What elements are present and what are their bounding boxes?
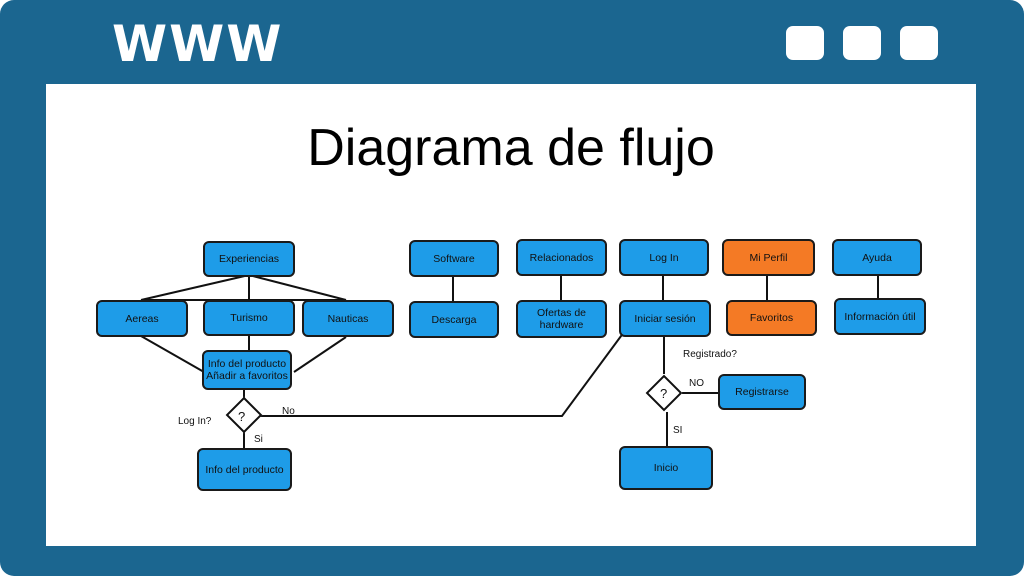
node-info-favoritos: Info del producto Añadir a favoritos [202, 350, 292, 390]
node-relacionados: Relacionados [516, 239, 607, 276]
label-si-right: SI [673, 425, 683, 436]
node-descarga: Descarga [409, 301, 499, 338]
node-info-producto: Info del producto [197, 448, 292, 491]
node-registrarse: Registrarse [718, 374, 806, 410]
node-label: Nauticas [327, 312, 369, 325]
node-label: Relacionados [529, 251, 594, 264]
node-label: Registrarse [735, 386, 789, 398]
maximize-button[interactable] [843, 26, 881, 60]
decision-registrado-mark: ? [660, 386, 668, 401]
node-login: Log In [619, 239, 709, 276]
node-label-line1: Info del producto [207, 358, 287, 370]
node-label: Mi Perfil [749, 251, 788, 264]
node-label: Iniciar sesión [634, 312, 696, 325]
node-label: Favoritos [749, 312, 794, 324]
node-turismo: Turismo [203, 300, 295, 336]
node-nauticas: Nauticas [302, 300, 394, 337]
node-ayuda: Ayuda [832, 239, 922, 276]
node-label-line2: Añadir a favoritos [206, 370, 288, 382]
node-label: Experiencias [218, 253, 280, 265]
node-label: Software [433, 252, 475, 265]
node-label: Ayuda [862, 251, 892, 264]
page-title: Diagrama de flujo [307, 119, 715, 177]
decision-login-mark: ? [238, 409, 246, 424]
node-label: Inicio [653, 462, 679, 474]
close-button[interactable] [900, 26, 938, 60]
node-aereas: Aereas [96, 300, 188, 337]
node-label: Información útil [844, 310, 916, 323]
node-label-line1: Ofertas de [536, 307, 587, 319]
label-no-right: NO [689, 378, 704, 389]
label-registrado-question: Registrado? [683, 349, 737, 360]
node-label-line2: hardware [539, 319, 584, 331]
node-mi-perfil: Mi Perfil [722, 239, 815, 276]
node-label: Turismo [230, 312, 268, 324]
page-content: Diagrama de flujo [46, 84, 976, 546]
edge-nauticas-info [293, 336, 347, 373]
node-label: Aereas [125, 312, 159, 325]
node-inicio: Inicio [619, 446, 713, 490]
node-label: Info del producto [205, 463, 284, 476]
node-informacion-util: Información útil [834, 298, 926, 335]
address-label: WWW [112, 15, 284, 73]
node-label: Log In [649, 251, 679, 264]
edge-aereas-info [140, 335, 205, 373]
edge-experiencias-nauticas [248, 274, 347, 301]
node-label: Descarga [431, 313, 477, 326]
minimize-button[interactable] [786, 26, 824, 60]
label-no-left: No [282, 406, 295, 417]
edge-no-iniciar-sesion [260, 331, 625, 417]
node-favoritos: Favoritos [726, 300, 817, 336]
edge-experiencias-aereas [140, 274, 250, 301]
label-si-left: Si [254, 434, 263, 445]
node-experiencias: Experiencias [203, 241, 295, 277]
node-iniciar-sesion: Iniciar sesión [619, 300, 711, 337]
node-ofertas-hardware: Ofertas de hardware [516, 300, 607, 338]
label-login-question: Log In? [178, 416, 212, 427]
node-software: Software [409, 240, 499, 277]
